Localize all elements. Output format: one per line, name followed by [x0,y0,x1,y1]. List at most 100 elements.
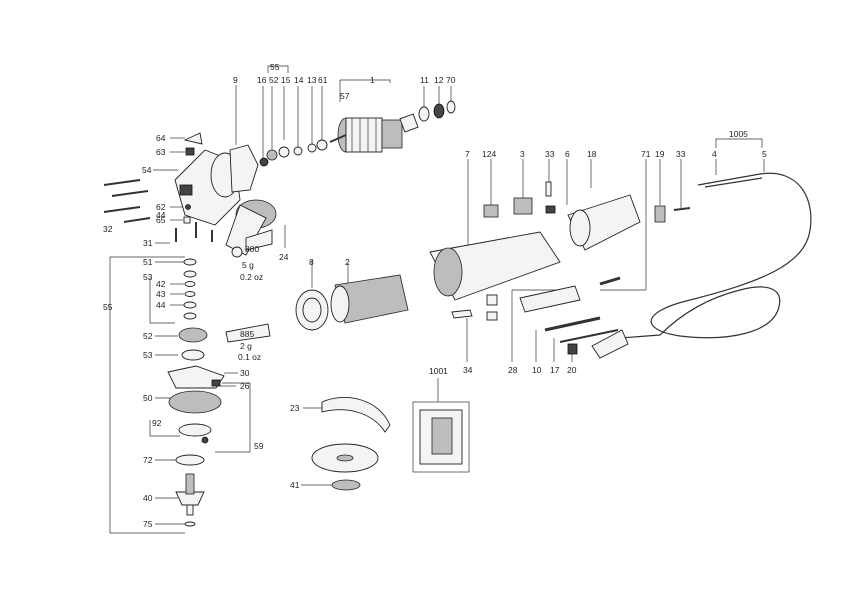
label-52b: 52 [269,75,279,85]
label-63: 63 [156,147,166,157]
label-33b: 33 [676,149,686,159]
label-41: 41 [290,480,300,490]
flange-part [168,390,222,414]
switch-part [513,197,533,215]
label-part [451,309,473,319]
label-52a: 52 [143,331,153,341]
label-31: 31 [143,238,153,248]
lever-part [211,379,221,387]
capacitor-part [483,204,499,218]
strain-relief-part [654,205,666,223]
note-885-oz: 0.1 oz [238,352,261,362]
label-10: 10 [532,365,542,375]
armature-part [329,113,419,153]
label-72: 72 [143,455,153,465]
cord-clamp-part [567,343,578,355]
note-880: 880 [245,244,259,254]
washer-part [175,454,205,466]
label-32: 32 [103,224,113,234]
label-4: 4 [712,149,717,159]
label-17: 17 [550,365,560,375]
leader-lines [109,65,765,534]
label-14: 14 [294,75,304,85]
ball-bearing-part [181,349,205,361]
label-20: 20 [567,365,577,375]
spindle-part [175,473,205,516]
label-50: 50 [143,393,153,403]
label-61: 61 [318,75,328,85]
label-65: 65 [156,215,166,225]
side-handle-part [225,199,277,258]
grease-notes: 880 5 g 0.2 oz 885 2 g 0.1 oz [238,244,263,362]
label-24: 24 [279,252,289,262]
label-30: 30 [240,368,250,378]
label-54: 54 [142,165,152,175]
label-1: 1 [370,75,375,85]
label-53b: 53 [143,350,153,360]
wheel-guard-part [321,397,391,433]
label-26: 26 [240,381,250,391]
label-5: 5 [762,149,767,159]
label-75: 75 [143,519,153,529]
label-57: 57 [340,91,350,101]
label-9: 9 [233,75,238,85]
label-64: 64 [156,133,166,143]
screw-part [545,181,552,197]
label-2: 2 [345,257,350,267]
note-880-oz: 0.2 oz [240,272,263,282]
label-12: 12 [434,75,444,85]
bearing-group [418,100,456,122]
label-23: 23 [290,403,300,413]
screws [103,179,213,242]
plug-part [591,329,629,359]
electronics-module-part [519,285,581,313]
label-92: 92 [152,418,162,428]
label-11: 11 [420,75,429,85]
label-15: 15 [281,75,291,85]
grease-tube-885 [225,323,271,343]
retaining-ring-part [184,521,196,527]
label-70: 70 [446,75,456,85]
nut-part [545,205,556,214]
brush-part [486,311,498,321]
label-55b: 55 [103,302,113,312]
label-53a: 53 [143,272,153,282]
bearing-plate-part [229,144,259,193]
label-8: 8 [309,257,314,267]
label-124: 124 [482,149,496,159]
label-28: 28 [508,365,518,375]
part-number-labels: 1 2 3 4 5 6 7 8 9 10 11 12 13 14 15 16 1… [103,62,767,529]
label-62: 62 [156,202,166,212]
label-59: 59 [254,441,264,451]
spindle-stack [183,258,197,320]
label-18: 18 [587,149,597,159]
label-3: 3 [520,149,525,159]
label-43: 43 [156,289,166,299]
part-shapes [103,100,812,527]
label-40: 40 [143,493,153,503]
label-7: 7 [465,149,470,159]
label-1001: 1001 [429,366,448,376]
label-55a: 55 [270,62,280,72]
bevel-gear-part [178,327,208,343]
label-13: 13 [307,75,317,85]
label-33a: 33 [545,149,555,159]
label-44b: 44 [156,210,166,220]
brush-holder-part [486,294,498,306]
label-19: 19 [655,149,665,159]
spindle-small-parts [259,139,328,167]
label-42: 42 [156,279,166,289]
note-885-weight: 2 g [240,341,252,351]
note-885: 885 [240,329,254,339]
label-44a: 44 [156,300,166,310]
label-16: 16 [257,75,267,85]
label-34: 34 [463,365,473,375]
note-880-weight: 5 g [242,260,254,270]
spring-part [185,147,195,156]
label-1005: 1005 [729,129,748,139]
label-6: 6 [565,149,570,159]
clamping-nut-part [331,479,361,491]
label-51: 51 [143,257,153,267]
